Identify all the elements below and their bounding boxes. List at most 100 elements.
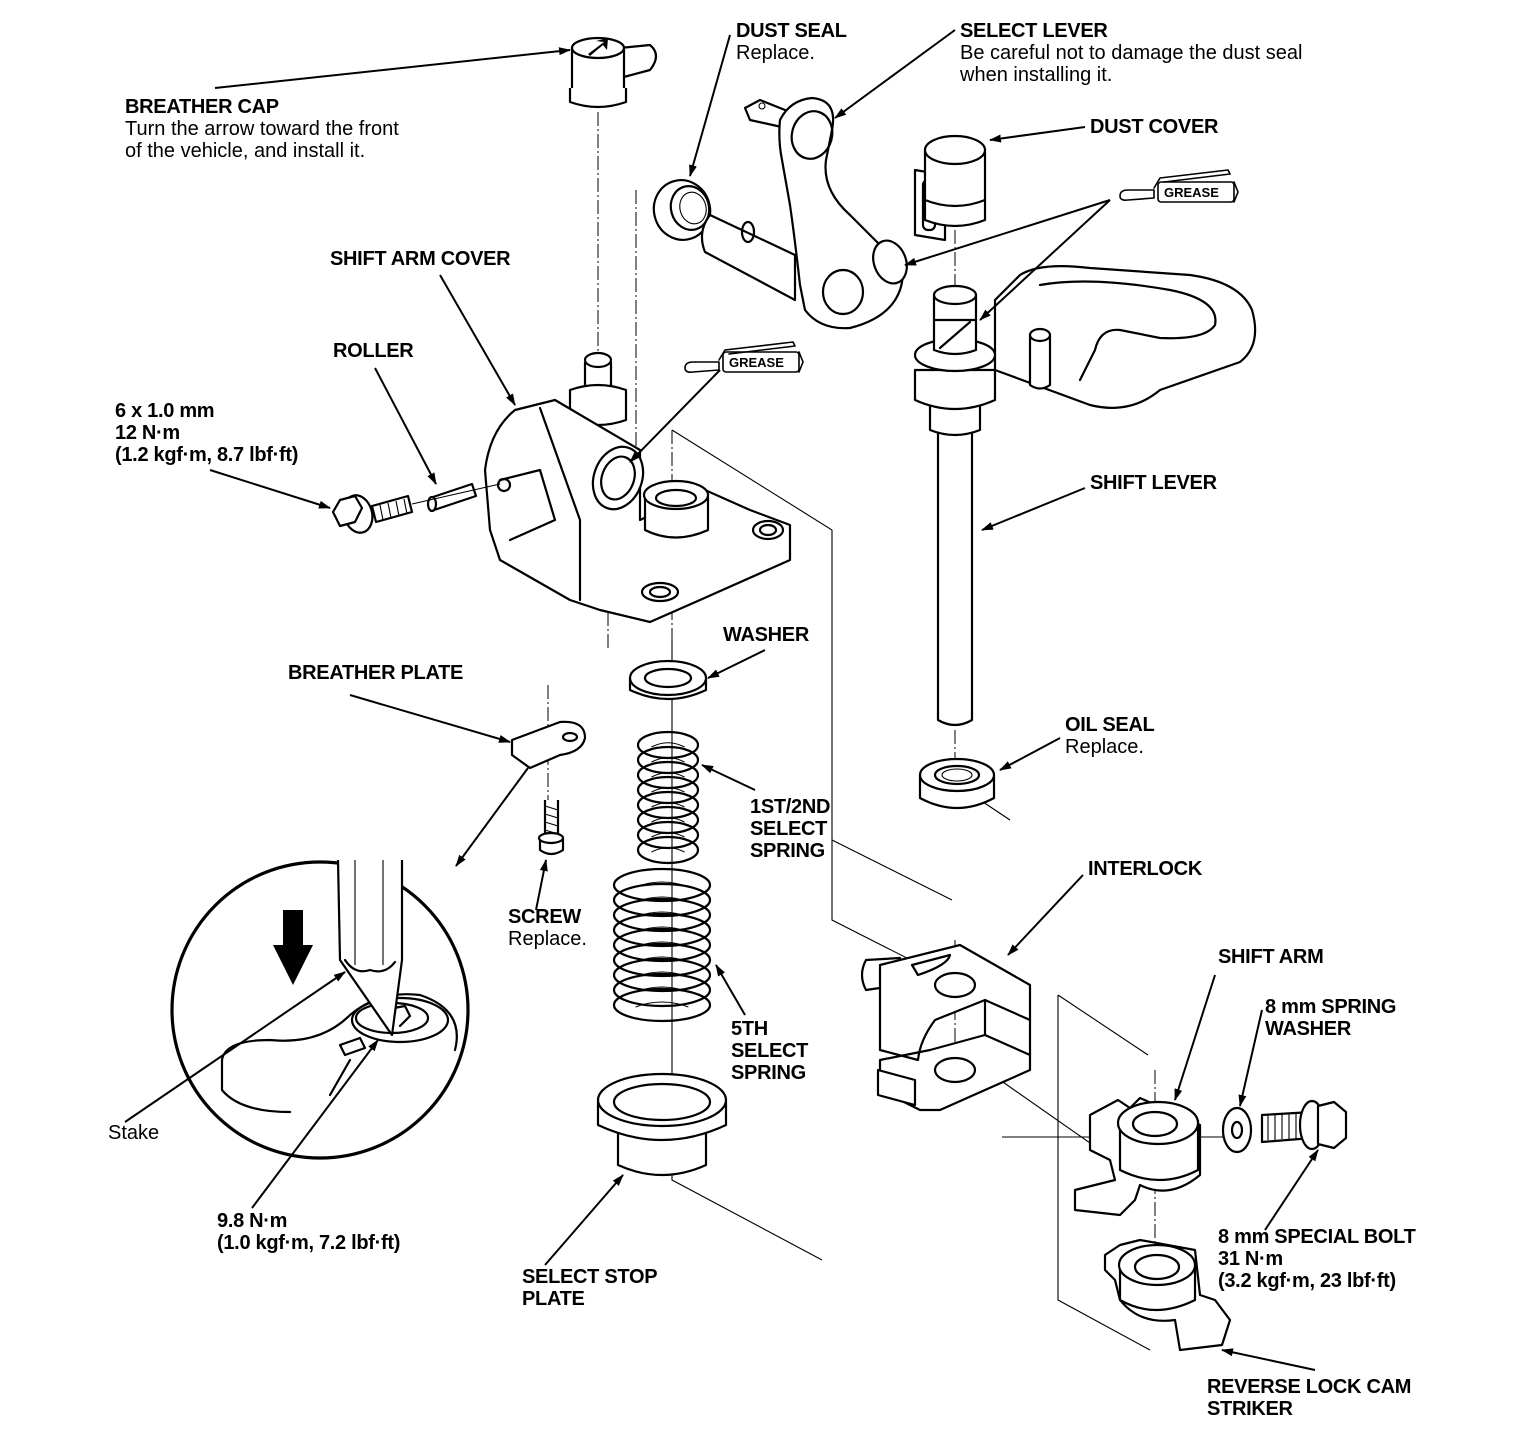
label-title: SHIFT ARM COVER <box>330 248 511 270</box>
label-interlock: INTERLOCK <box>1088 858 1202 880</box>
spring-coil <box>612 912 712 948</box>
dust-seal-part <box>652 179 712 241</box>
label-reverse-lock-cam-striker: REVERSE LOCK CAM STRIKER <box>1207 1376 1411 1420</box>
label-note: Replace. <box>1065 736 1144 758</box>
label-title: SELECT <box>750 818 828 840</box>
label-title: SELECT LEVER <box>960 20 1108 42</box>
label-note: when installing it. <box>960 64 1113 86</box>
label-shift-lever: SHIFT LEVER <box>1090 472 1217 494</box>
interlock-part <box>860 943 1032 1112</box>
label-note: Replace. <box>736 42 815 64</box>
spring-coil <box>636 775 700 805</box>
label-title: WASHER <box>723 624 809 646</box>
label-title: REVERSE LOCK CAM <box>1207 1376 1412 1398</box>
label-breather-cap: BREATHER CAP Turn the arrow toward the f… <box>125 96 399 162</box>
spring-coil-inner <box>651 742 685 748</box>
dust-cover-part <box>913 134 987 242</box>
label-note: Replace. <box>508 928 587 950</box>
leader-lines <box>124 29 1319 1371</box>
breather-cap-part <box>568 36 658 109</box>
spring-coil <box>612 867 712 903</box>
select-spring-5th-part <box>612 867 712 1023</box>
label-title: SHIFT LEVER <box>1090 472 1217 494</box>
grease-tag-label: GREASE <box>1164 185 1219 200</box>
spring-coil <box>636 760 700 790</box>
label-roller: ROLLER <box>333 340 414 362</box>
label-title: INTERLOCK <box>1088 858 1202 880</box>
spring-coil <box>636 745 700 775</box>
spring-coil <box>612 957 712 993</box>
label-spec: (1.0 kgf·m, 7.2 lbf·ft) <box>217 1232 401 1254</box>
label-title: OIL SEAL <box>1065 714 1155 736</box>
washer-part <box>628 659 708 701</box>
label-title: SPRING <box>750 840 825 862</box>
label-title: BREATHER PLATE <box>288 662 464 684</box>
label-special-bolt-8mm: 8 mm SPECIAL BOLT 31 N·m (3.2 kgf·m, 23 … <box>1218 1226 1416 1292</box>
spring-coil <box>636 805 700 835</box>
label-title: SHIFT ARM <box>1218 946 1324 968</box>
oil-seal-part <box>918 757 996 809</box>
label-spec: 9.8 N·m <box>217 1210 288 1232</box>
breather-plate-part <box>510 720 587 770</box>
label-screw-torque: 9.8 N·m (1.0 kgf·m, 7.2 lbf·ft) <box>217 1210 400 1254</box>
spring-washer-part <box>1221 1106 1253 1154</box>
label-shift-arm-cover: SHIFT ARM COVER <box>330 248 511 270</box>
spring-coil-inner <box>651 787 685 793</box>
label-title: 1ST/2ND <box>750 796 831 818</box>
label-spring-washer: 8 mm SPRING WASHER <box>1265 996 1396 1040</box>
label-select-spring-1st-2nd: 1ST/2ND SELECT SPRING <box>750 796 830 862</box>
grease-tag-upper-right: GREASE <box>1119 169 1239 203</box>
spring-coil <box>612 987 712 1023</box>
label-title: PLATE <box>522 1288 585 1310</box>
detail-inset <box>170 859 470 1160</box>
label-spec: 6 x 1.0 mm <box>115 400 215 422</box>
label-spec: (1.2 kgf·m, 8.7 lbf·ft) <box>115 444 299 466</box>
grease-tag-label: GREASE <box>729 355 784 370</box>
label-title: SELECT <box>731 1040 809 1062</box>
label-note: Stake <box>108 1122 160 1144</box>
label-title: SCREW <box>508 906 581 928</box>
reverse-lock-cam-striker-part <box>1103 1238 1232 1352</box>
select-lever-part <box>700 96 908 330</box>
spring-coil-inner <box>651 802 685 808</box>
label-title: ROLLER <box>333 340 414 362</box>
label-spec: 31 N·m <box>1218 1248 1283 1270</box>
label-title: STRIKER <box>1207 1398 1293 1420</box>
roller-part <box>426 482 478 513</box>
label-spec: (3.2 kgf·m, 23 lbf·ft) <box>1218 1270 1396 1292</box>
label-washer: WASHER <box>723 624 809 646</box>
label-spec: 12 N·m <box>115 422 180 444</box>
label-title: 8 mm SPRING <box>1265 996 1397 1018</box>
spring-coil-inner <box>651 772 685 778</box>
label-title: SELECT STOP <box>522 1266 658 1288</box>
spring-coil <box>636 730 700 760</box>
label-title: WASHER <box>1265 1018 1351 1040</box>
label-select-lever: SELECT LEVER Be careful not to damage th… <box>960 20 1302 86</box>
spring-coil <box>612 927 712 963</box>
label-select-stop-plate: SELECT STOP PLATE <box>522 1266 658 1310</box>
shift-lever-part <box>913 265 1257 727</box>
bolt-6mm-part <box>331 483 501 534</box>
spring-coil-inner <box>651 757 685 763</box>
label-title: 5TH <box>731 1018 768 1040</box>
spring-coil-inner <box>651 832 685 838</box>
screw-part <box>537 800 565 856</box>
label-title: SPRING <box>731 1062 806 1084</box>
select-stop-plate-part <box>596 1072 728 1177</box>
grease-tag-center: GREASE <box>684 341 804 373</box>
label-title: BREATHER CAP <box>125 96 279 118</box>
label-select-spring-5th: 5TH SELECT SPRING <box>731 1018 808 1084</box>
label-shift-arm: SHIFT ARM <box>1218 946 1324 968</box>
label-title: DUST COVER <box>1090 116 1219 138</box>
spring-coil <box>612 942 712 978</box>
label-dust-seal: DUST SEAL Replace. <box>736 20 847 64</box>
spring-coil-inner <box>651 817 685 823</box>
label-note: Be careful not to damage the dust seal <box>960 42 1303 64</box>
shift-arm-cover-part <box>483 351 792 624</box>
label-bolt-6mm: 6 x 1.0 mm 12 N·m (1.2 kgf·m, 8.7 lbf·ft… <box>115 400 298 466</box>
spring-coil <box>636 820 700 850</box>
label-screw: SCREW Replace. <box>508 906 587 950</box>
label-note: of the vehicle, and install it. <box>125 140 366 162</box>
label-note: Turn the arrow toward the front <box>125 118 399 140</box>
